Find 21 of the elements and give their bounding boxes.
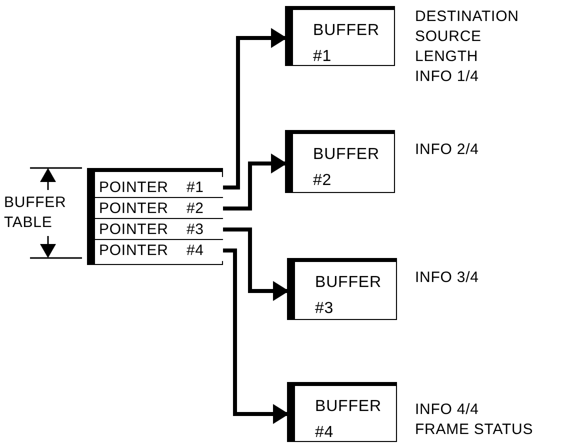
pointer-row: POINTER #3 bbox=[95, 219, 223, 240]
arrow bbox=[223, 228, 289, 301]
buffer-box: BUFFER #1 bbox=[285, 6, 395, 66]
buffer-content-label: FRAME STATUS bbox=[415, 420, 534, 440]
buffer-content-label: LENGTH bbox=[415, 47, 480, 67]
buffer-box: BUFFER #3 bbox=[287, 258, 397, 320]
pointer-row: POINTER #1 bbox=[95, 177, 223, 198]
arrow bbox=[223, 154, 287, 210]
buffer-box: BUFFER #2 bbox=[285, 130, 395, 193]
buffer-content-label: INFO 1/4 bbox=[415, 67, 480, 87]
arrow bbox=[223, 28, 287, 190]
buffer-content-label: INFO 4/4 bbox=[415, 400, 480, 420]
buffer-box: BUFFER #4 bbox=[287, 382, 397, 442]
buffer-content-label: INFO 2/4 bbox=[415, 140, 479, 160]
arrow bbox=[223, 248, 289, 424]
buffer-content-label: DESTINATION bbox=[415, 7, 519, 27]
buffer-table bbox=[87, 168, 223, 265]
dimension-label: BUFFER TABLE bbox=[4, 193, 68, 233]
pointer-row: POINTER #2 bbox=[95, 198, 223, 219]
buffer-content-label: INFO 3/4 bbox=[415, 268, 479, 288]
buffer-content-label: SOURCE bbox=[415, 27, 482, 47]
